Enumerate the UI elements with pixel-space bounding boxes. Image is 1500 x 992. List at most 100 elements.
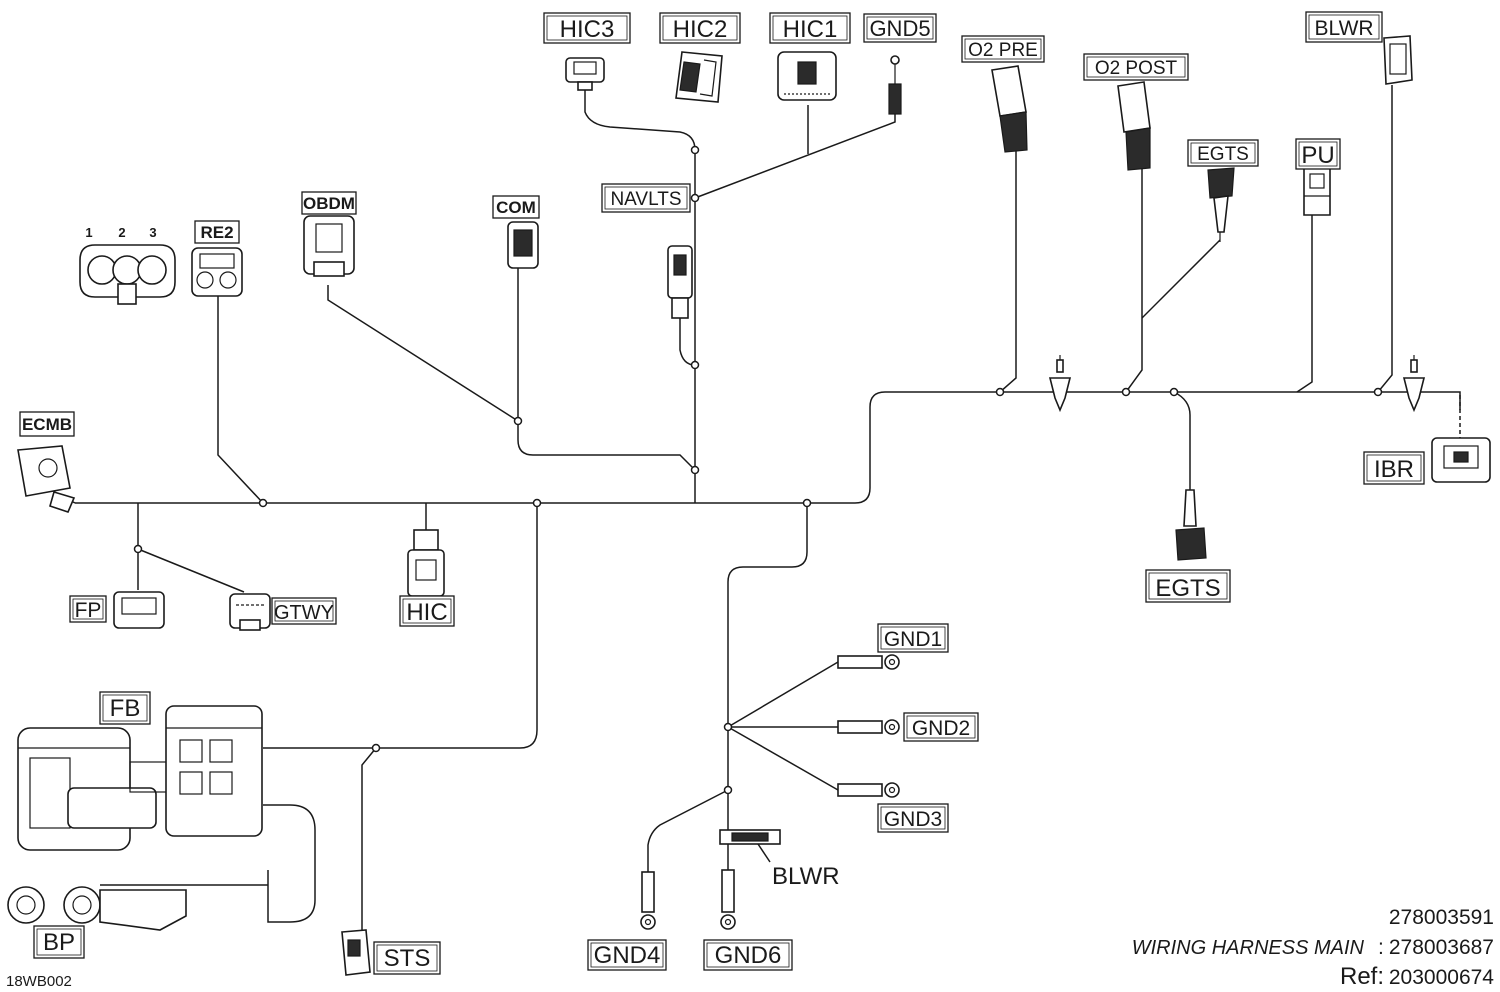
label-egts-bottom-text: EGTS	[1155, 575, 1220, 602]
o2-post-wire	[1125, 168, 1143, 393]
label-egts-top: EGTS	[1187, 139, 1259, 167]
gnd4-wire	[647, 789, 729, 872]
o2-pre-sensor-icon	[991, 65, 1028, 153]
junction-re2	[258, 498, 268, 508]
junction-fp-gtwy	[133, 544, 143, 554]
label-egts-bottom: EGTS	[1145, 569, 1231, 603]
label-re2-text: RE2	[200, 223, 233, 242]
pu-wire	[1296, 215, 1313, 393]
gnd1-wire	[727, 661, 839, 728]
o2-pre-wire	[999, 150, 1017, 393]
junction-fb	[532, 498, 542, 508]
hic1-connector-icon	[777, 51, 837, 101]
junction-gnd5	[690, 193, 700, 203]
label-o2-pre: O2 PRE	[961, 35, 1045, 63]
navlts-wire	[679, 318, 696, 366]
label-com-text: COM	[496, 198, 536, 217]
blwr-top-wire	[1377, 85, 1393, 393]
junction-o2-post	[1121, 387, 1131, 397]
label-ecmb: ECMB	[19, 411, 75, 437]
label-sts: STS	[373, 941, 441, 975]
egts-top-wire	[1141, 239, 1221, 319]
sts-wire	[361, 747, 377, 930]
part-number-2: 278003687	[1389, 936, 1494, 959]
label-gnd4: GND4	[587, 939, 667, 971]
label-o2-post: O2 POST	[1083, 53, 1189, 81]
re2-connector-icon	[191, 247, 243, 297]
ground-branch-wire	[727, 503, 808, 870]
relay-pin-3-label: 3	[149, 225, 156, 240]
sts-sensor-icon	[341, 929, 371, 976]
harness-separator: :	[1378, 936, 1384, 959]
label-blwr-bottom-text: BLWR	[772, 863, 840, 890]
label-fb: FB	[99, 691, 151, 725]
label-bp: BP	[33, 925, 85, 959]
label-bp-text: BP	[43, 929, 75, 956]
junction-hic3	[690, 145, 700, 155]
gnd2-ring-terminal-icon	[837, 719, 900, 735]
label-gtwy: GTWY	[271, 597, 337, 625]
label-navlts-text: NAVLTS	[610, 189, 681, 210]
label-pu: PU	[1295, 138, 1341, 170]
label-ibr-text: IBR	[1374, 456, 1414, 483]
label-o2-post-text: O2 POST	[1095, 58, 1178, 79]
fp-connector-icon	[113, 591, 165, 629]
gnd6-ring-terminal-icon	[720, 869, 736, 930]
junction-center-low	[690, 465, 700, 475]
gnd4-ring-terminal-icon	[640, 871, 656, 930]
egts-top-sensor-icon	[1207, 167, 1235, 242]
gnd3-wire	[727, 726, 839, 791]
label-gnd5-text: GND5	[869, 16, 930, 41]
label-fb-text: FB	[110, 695, 141, 722]
label-gnd6-text: GND6	[715, 942, 782, 969]
label-gtwy-text: GTWY	[274, 602, 334, 624]
label-fp-text: FP	[75, 599, 102, 622]
label-hic-text: HIC	[406, 599, 447, 626]
relay-pin-1-label: 1	[85, 225, 92, 240]
gnd5-ring-terminal-icon	[888, 55, 902, 115]
part-number-1: 278003591	[1389, 906, 1494, 929]
junction-ground	[802, 498, 812, 508]
pu-sensor-icon	[1303, 167, 1331, 216]
label-blwr-top: BLWR	[1305, 11, 1383, 43]
fb-wire	[263, 503, 538, 749]
relay-pin-2-label: 2	[118, 225, 125, 240]
obdm-wire	[327, 285, 519, 422]
label-obdm: OBDM	[301, 191, 357, 215]
label-hic2: HIC2	[659, 12, 741, 44]
label-gnd1: GND1	[877, 623, 949, 653]
label-navlts: NAVLTS	[601, 183, 691, 213]
bp-battery-terminal-icon	[7, 886, 187, 931]
hic3-wire	[584, 88, 696, 151]
label-gnd5: GND5	[863, 13, 937, 43]
label-hic1: HIC1	[769, 12, 851, 44]
label-gnd1-text: GND1	[884, 628, 942, 651]
com-wire	[517, 268, 696, 471]
blwr-bottom-fuse-icon	[719, 829, 781, 863]
label-gnd2: GND2	[903, 712, 979, 742]
label-o2-pre-text: O2 PRE	[968, 40, 1038, 61]
hic-connector-icon	[407, 529, 445, 597]
blwr-top-connector-icon	[1383, 35, 1413, 85]
ibr-connector-icon	[1431, 437, 1491, 483]
gtwy-connector-icon	[229, 593, 271, 631]
label-egts-top-text: EGTS	[1197, 144, 1249, 165]
label-hic2-text: HIC2	[673, 16, 728, 43]
junction-gnd4	[723, 785, 733, 795]
label-ibr: IBR	[1363, 451, 1425, 485]
main-trunk-wire	[75, 391, 1461, 504]
ecmb-connector-icon	[17, 445, 76, 513]
relay-connector-icon	[79, 244, 176, 305]
label-relay-pins: 1 2 3	[85, 225, 156, 240]
label-hic3-text: HIC3	[560, 16, 615, 43]
bp-wire	[100, 804, 316, 923]
junction-com	[513, 416, 523, 426]
harness-title: WIRING HARNESS MAIN	[1132, 937, 1365, 959]
junction-sts	[371, 743, 381, 753]
label-gnd4-text: GND4	[594, 942, 661, 969]
label-gnd6: GND6	[703, 939, 793, 971]
label-re2: RE2	[194, 220, 240, 244]
egts-bottom-sensor-icon	[1175, 489, 1207, 561]
label-fp: FP	[69, 595, 107, 623]
